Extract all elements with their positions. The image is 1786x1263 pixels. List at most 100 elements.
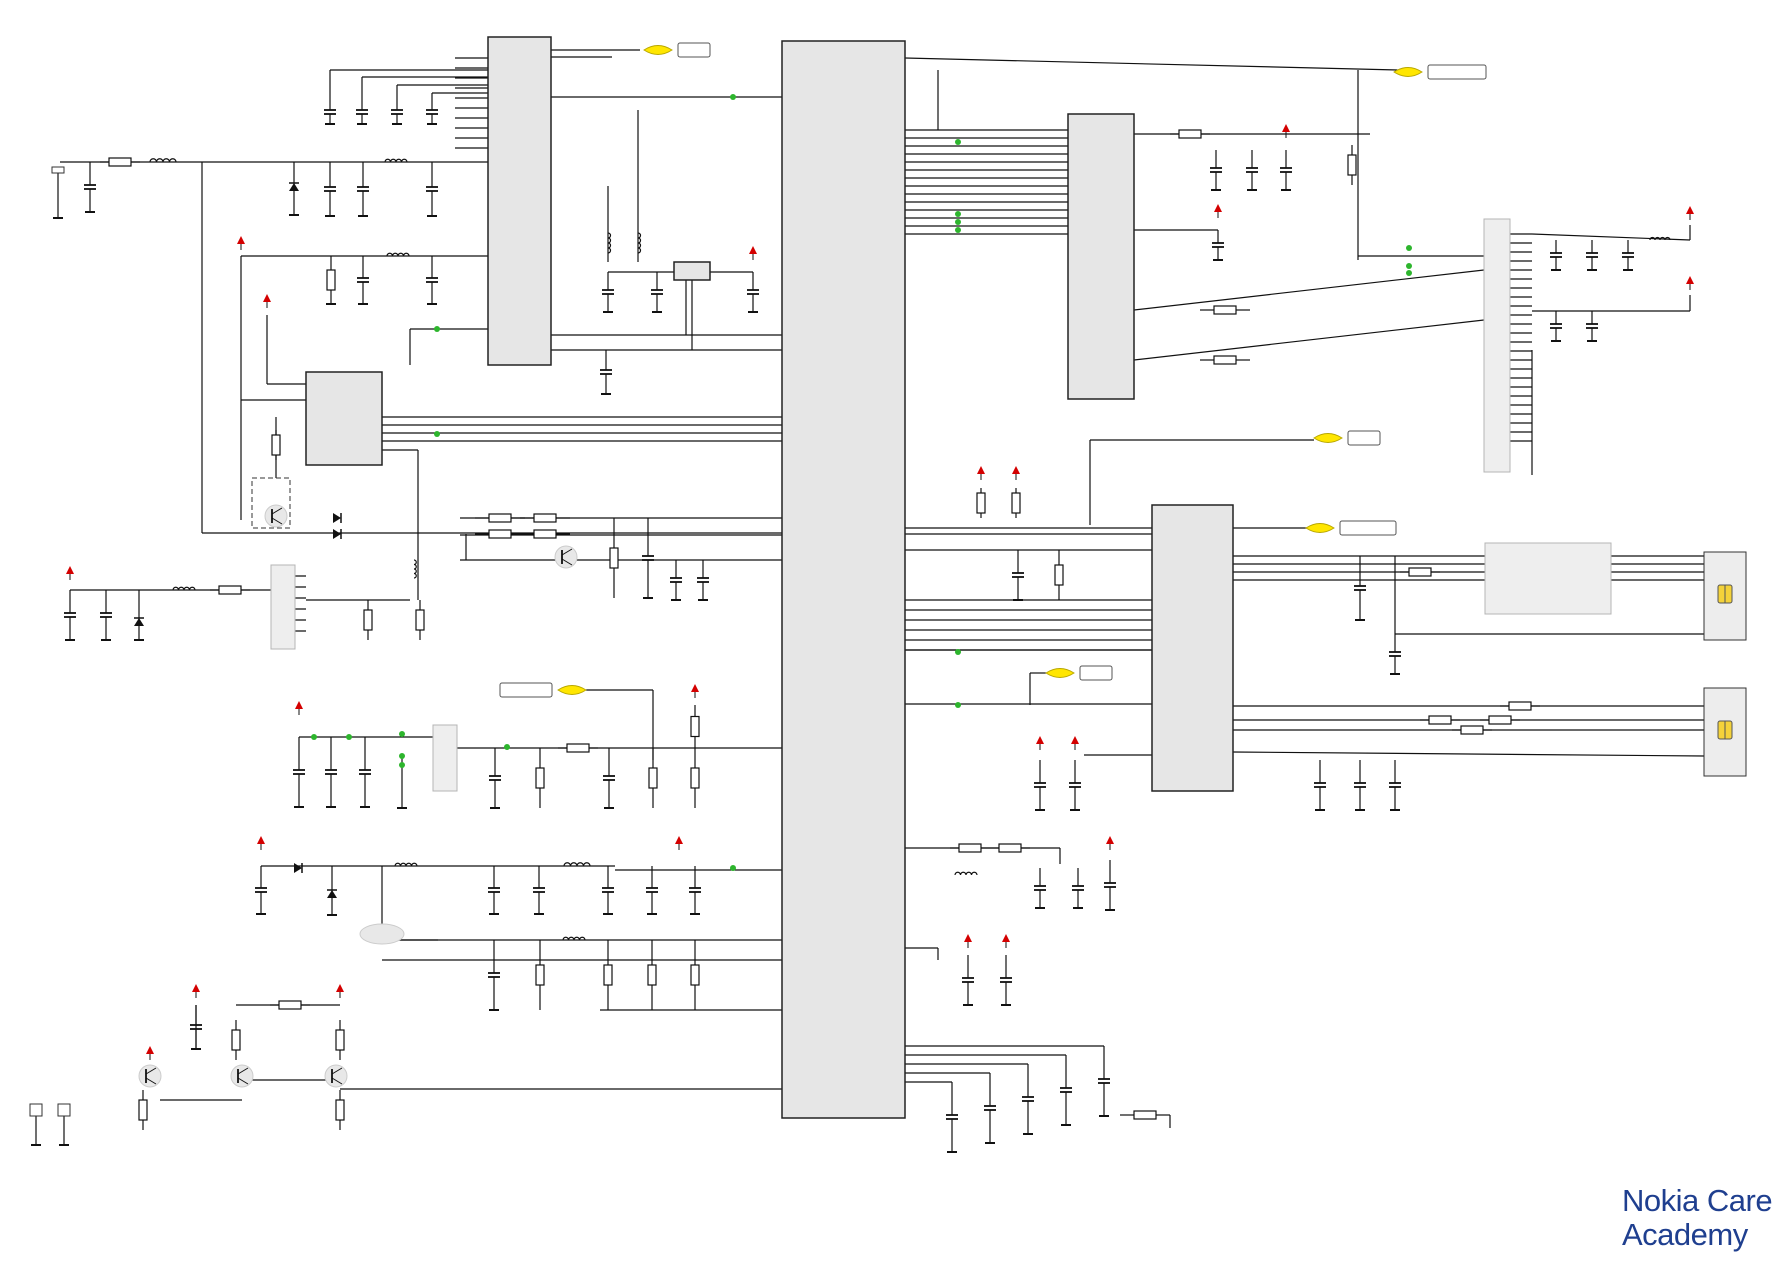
test-point [29, 1103, 43, 1117]
capacitor-icon [324, 100, 336, 124]
resistor-icon [690, 748, 700, 808]
vcc-arrow-icon [749, 246, 757, 260]
shield-box [251, 477, 291, 529]
inductor-icon [172, 586, 196, 591]
capacitor-icon [359, 737, 371, 807]
test-point [57, 1103, 71, 1117]
display-connector [1483, 218, 1511, 473]
sim-card-icon [1703, 551, 1747, 641]
capacitor-icon [1104, 860, 1116, 910]
resistor-icon [1170, 129, 1210, 139]
capacitor-icon [1314, 760, 1326, 810]
charger-ic [305, 371, 383, 466]
esd-protection-array [1484, 542, 1612, 615]
resistor-icon [1347, 145, 1357, 185]
signal-tag [1393, 64, 1487, 80]
wires [35, 49, 1705, 1145]
vcc-arrow-icon [146, 1046, 154, 1060]
capacitor-icon [84, 162, 96, 212]
capacitor-icon [689, 866, 701, 914]
vcc-arrow-icon [1686, 206, 1694, 220]
node-dot [346, 734, 352, 740]
node-dot [504, 744, 510, 750]
inductor-icon [394, 862, 418, 867]
vcc-arrow-icon [192, 984, 200, 998]
signal-tag [1313, 430, 1381, 446]
capacitor-icon [1622, 240, 1634, 270]
diode-icon [294, 863, 303, 873]
integrated-circuits [251, 36, 1747, 1119]
mosfet-icon [359, 923, 405, 945]
signal-tag [499, 682, 587, 698]
capacitor-icon [946, 1082, 958, 1152]
capacitor-icon [1000, 955, 1012, 1005]
resistor-icon [1011, 488, 1021, 518]
resistor-icon [231, 1020, 241, 1060]
vcc-arrow-icon [66, 566, 74, 580]
node-dot [399, 753, 405, 759]
vcc-arrow-icon [263, 294, 271, 308]
vcc-arrow-icon [1071, 736, 1079, 750]
node-dot [730, 865, 736, 871]
capacitor-icon [670, 560, 682, 600]
capacitor-icon [962, 955, 974, 1005]
vcc-arrow-icon [336, 984, 344, 998]
capacitor-icon [646, 866, 658, 914]
resistor-icon [990, 843, 1030, 853]
interface-ic-lower [1151, 504, 1234, 792]
capacitor-icon [747, 272, 759, 312]
inductor-icon [149, 158, 177, 163]
capacitor-icon [603, 748, 615, 808]
regulator-ic [673, 261, 711, 281]
vcc-arrow-icon [1214, 204, 1222, 218]
vcc-arrow-icon [1686, 276, 1694, 290]
capacitor-icon [602, 866, 614, 914]
signal-tag [1045, 665, 1113, 681]
node-dot [311, 734, 317, 740]
transistor-icon [138, 1064, 162, 1088]
resistor-icon [415, 600, 425, 640]
capacitor-icon [426, 162, 438, 216]
capacitor-icon [489, 748, 501, 808]
resistor-icon [210, 585, 250, 595]
node-dot [1406, 270, 1412, 276]
vcc-arrow-icon [1036, 736, 1044, 750]
node-dot [434, 326, 440, 332]
resistor-icon [609, 518, 619, 598]
vcc-arrow-icon [237, 236, 245, 250]
brand-line-2: Academy [1622, 1217, 1748, 1252]
sim-card-icon [1703, 687, 1747, 777]
signal-tags [499, 42, 1487, 698]
resistor-icon [475, 513, 525, 523]
capacitor-icon [1389, 634, 1401, 674]
node-dot [955, 219, 961, 225]
resistor-icon [950, 843, 990, 853]
capacitor-icon [325, 737, 337, 807]
capacitor-icon [1212, 230, 1224, 260]
capacitor-icon [488, 866, 500, 914]
node-dot [434, 431, 440, 437]
resistor-icon [475, 529, 525, 539]
vcc-arrow-icon [964, 934, 972, 948]
usb-connector [270, 564, 296, 650]
vcc-arrow-icon [1106, 836, 1114, 850]
resistor-icon [690, 705, 700, 748]
resistor-icon [326, 256, 336, 304]
capacitor-icon [1280, 150, 1292, 190]
capacitor-icon [651, 272, 663, 312]
vcc-arrow-icon [1002, 934, 1010, 948]
brand-line-1: Nokia Care [1622, 1183, 1773, 1218]
capacitor-icon [100, 590, 112, 640]
capacitor-icon [984, 1073, 996, 1143]
capacitor-icon [1550, 311, 1562, 341]
vcc-arrow-icon [977, 466, 985, 480]
capacitor-icon [1246, 150, 1258, 190]
resistor-icon [270, 1000, 310, 1010]
capacitor-icon [642, 518, 654, 598]
capacitor-icon [1586, 240, 1598, 270]
resistor-icon [363, 600, 373, 640]
capacitor-icon [357, 256, 369, 304]
capacitor-icon [1354, 760, 1366, 810]
interface-ic-upper [1067, 113, 1135, 400]
